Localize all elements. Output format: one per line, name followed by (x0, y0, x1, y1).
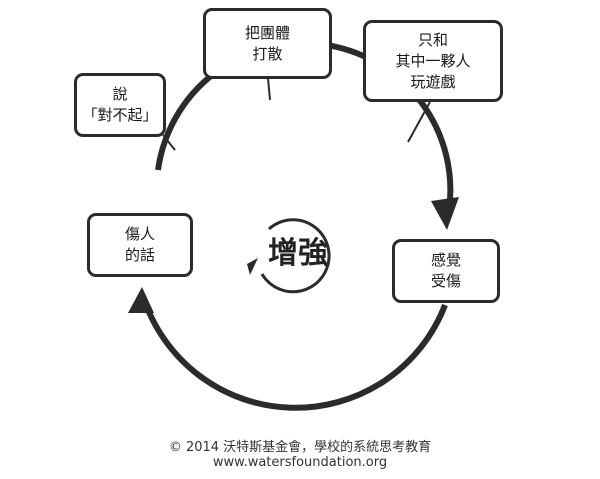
reinforcing-icon (260, 218, 331, 294)
connector-break-up-group (267, 77, 271, 101)
reinforcing-icon-arrowhead (247, 258, 258, 275)
loop-arrowhead-right (431, 197, 459, 230)
reinforcing-label: 增強 (268, 236, 328, 271)
node-break-up-group: 把團體 打散 (203, 8, 332, 79)
website-url: www.watersfoundation.org (212, 455, 388, 470)
copyright-text: © 2014 沃特斯基金會，學校的系統思考教育 (168, 440, 432, 455)
connector-play-with-one (407, 101, 431, 143)
node-feel-hurt: 感覺 受傷 (392, 239, 500, 303)
node-hurtful-words: 傷人 的話 (87, 213, 193, 277)
loop-arrowhead-left (128, 287, 154, 313)
node-say-sorry: 說 「對不起」 (74, 73, 166, 137)
connector-say-sorry (162, 134, 176, 151)
node-play-with-one: 只和 其中一夥人 玩遊戲 (363, 20, 503, 102)
loop-arc-bottom (140, 295, 448, 411)
